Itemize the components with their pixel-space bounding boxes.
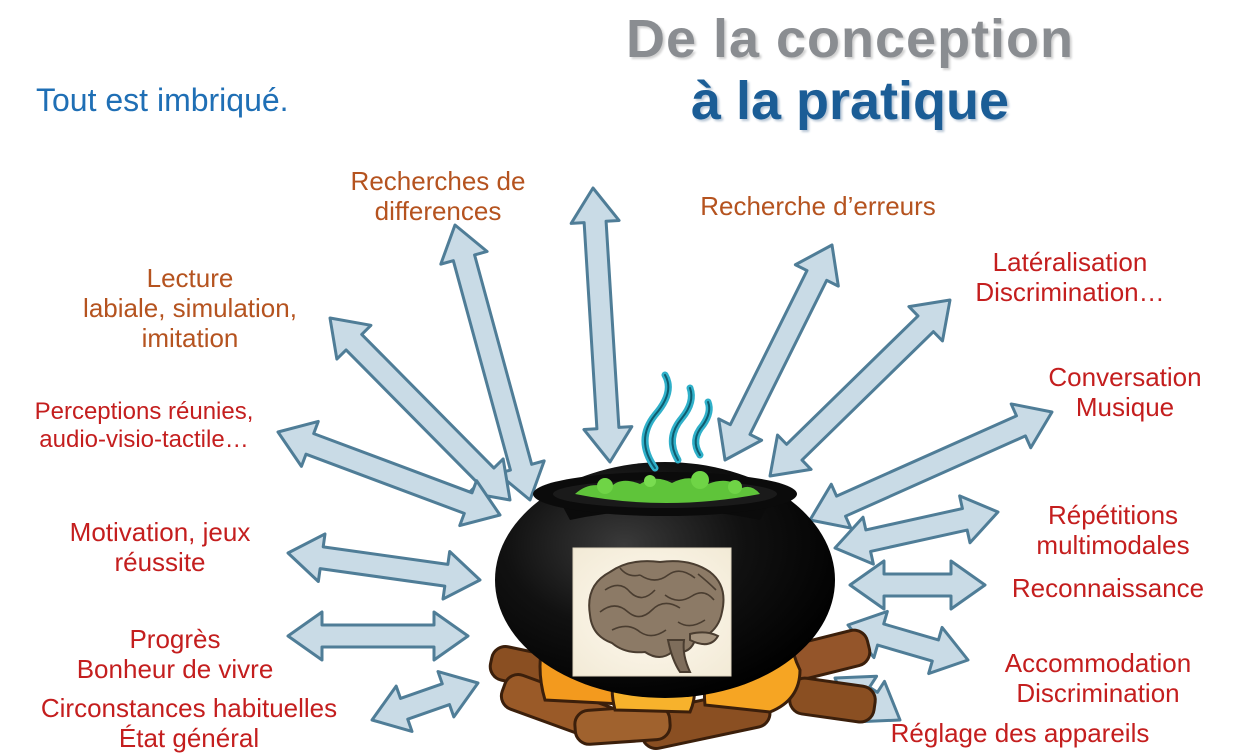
label-line: Discrimination — [1016, 678, 1180, 708]
double-arrow-icon — [717, 243, 840, 462]
page-title: De la conception à la pratique — [560, 8, 1140, 132]
double-arrow-icon — [328, 316, 512, 502]
label-line: Réglage des appareils — [890, 718, 1150, 748]
label-line: Répétitions — [1047, 500, 1179, 530]
label-line: Lecture — [146, 263, 234, 293]
label-line: État général — [118, 723, 260, 753]
label-line: Conversation — [1048, 362, 1202, 392]
double-arrow-icon — [846, 609, 970, 676]
steam-outline — [644, 374, 711, 469]
label-recherche-erreurs: Recherche d’erreurs — [668, 191, 968, 221]
double-arrow-icon — [276, 419, 502, 528]
label-repetitions: Répétitions multimodales — [1008, 500, 1218, 560]
double-arrow-icon — [768, 298, 952, 478]
double-arrow-icon — [370, 670, 480, 733]
label-lateralisation: Latéralisation Discrimination… — [920, 247, 1220, 307]
label-lecture: Lecture labiale, simulation, imitation — [40, 263, 340, 353]
label-line: Latéralisation — [992, 247, 1148, 277]
label-line: Musique — [1075, 392, 1175, 422]
label-line: Circonstances habituelles — [40, 693, 338, 723]
label-line: labiale, simulation, — [83, 293, 297, 323]
label-line: multimodales — [1036, 530, 1190, 560]
label-line: réussite — [114, 547, 206, 577]
label-line: Bonheur de vivre — [76, 654, 274, 684]
title-line-1: De la conception — [625, 9, 1075, 69]
label-line: differences — [374, 196, 502, 226]
label-line: Reconnaissance — [1011, 573, 1205, 603]
label-line: audio-visio-tactile… — [39, 426, 249, 453]
brain-icon — [572, 547, 732, 677]
label-progres: Progrès Bonheur de vivre — [30, 624, 320, 684]
title-line-2: à la pratique — [690, 71, 1010, 131]
label-motivation: Motivation, jeux réussite — [40, 517, 280, 577]
label-accommodation: Accommodation Discrimination — [978, 648, 1218, 708]
label-reglage: Réglage des appareils — [870, 718, 1170, 748]
subtitle: Tout est imbriqué. — [36, 82, 289, 118]
label-line: Recherches de — [350, 166, 526, 196]
double-arrow-icon — [848, 559, 987, 611]
label-line: Discrimination… — [975, 277, 1165, 307]
label-line: Motivation, jeux — [69, 517, 251, 547]
double-arrow-icon — [286, 610, 470, 662]
label-perceptions: Perceptions réunies, audio-visio-tactile… — [4, 398, 284, 454]
label-line: Progrès — [129, 624, 221, 654]
label-reconnaissance: Reconnaissance — [992, 573, 1224, 603]
arrows-group — [276, 186, 1054, 733]
double-arrow-icon — [439, 223, 546, 502]
label-circonstances: Circonstances habituelles État général — [4, 693, 374, 753]
label-line: Perceptions réunies, — [34, 398, 254, 425]
label-line: Recherche d’erreurs — [700, 191, 936, 221]
double-arrow-icon — [286, 532, 482, 601]
double-arrow-icon — [569, 186, 634, 464]
label-conversation: Conversation Musique — [1020, 362, 1230, 422]
double-arrow-icon — [833, 494, 1000, 566]
label-line: imitation — [141, 323, 239, 353]
label-line: Accommodation — [1004, 648, 1192, 678]
label-recherches-differences: Recherches de differences — [318, 166, 558, 226]
